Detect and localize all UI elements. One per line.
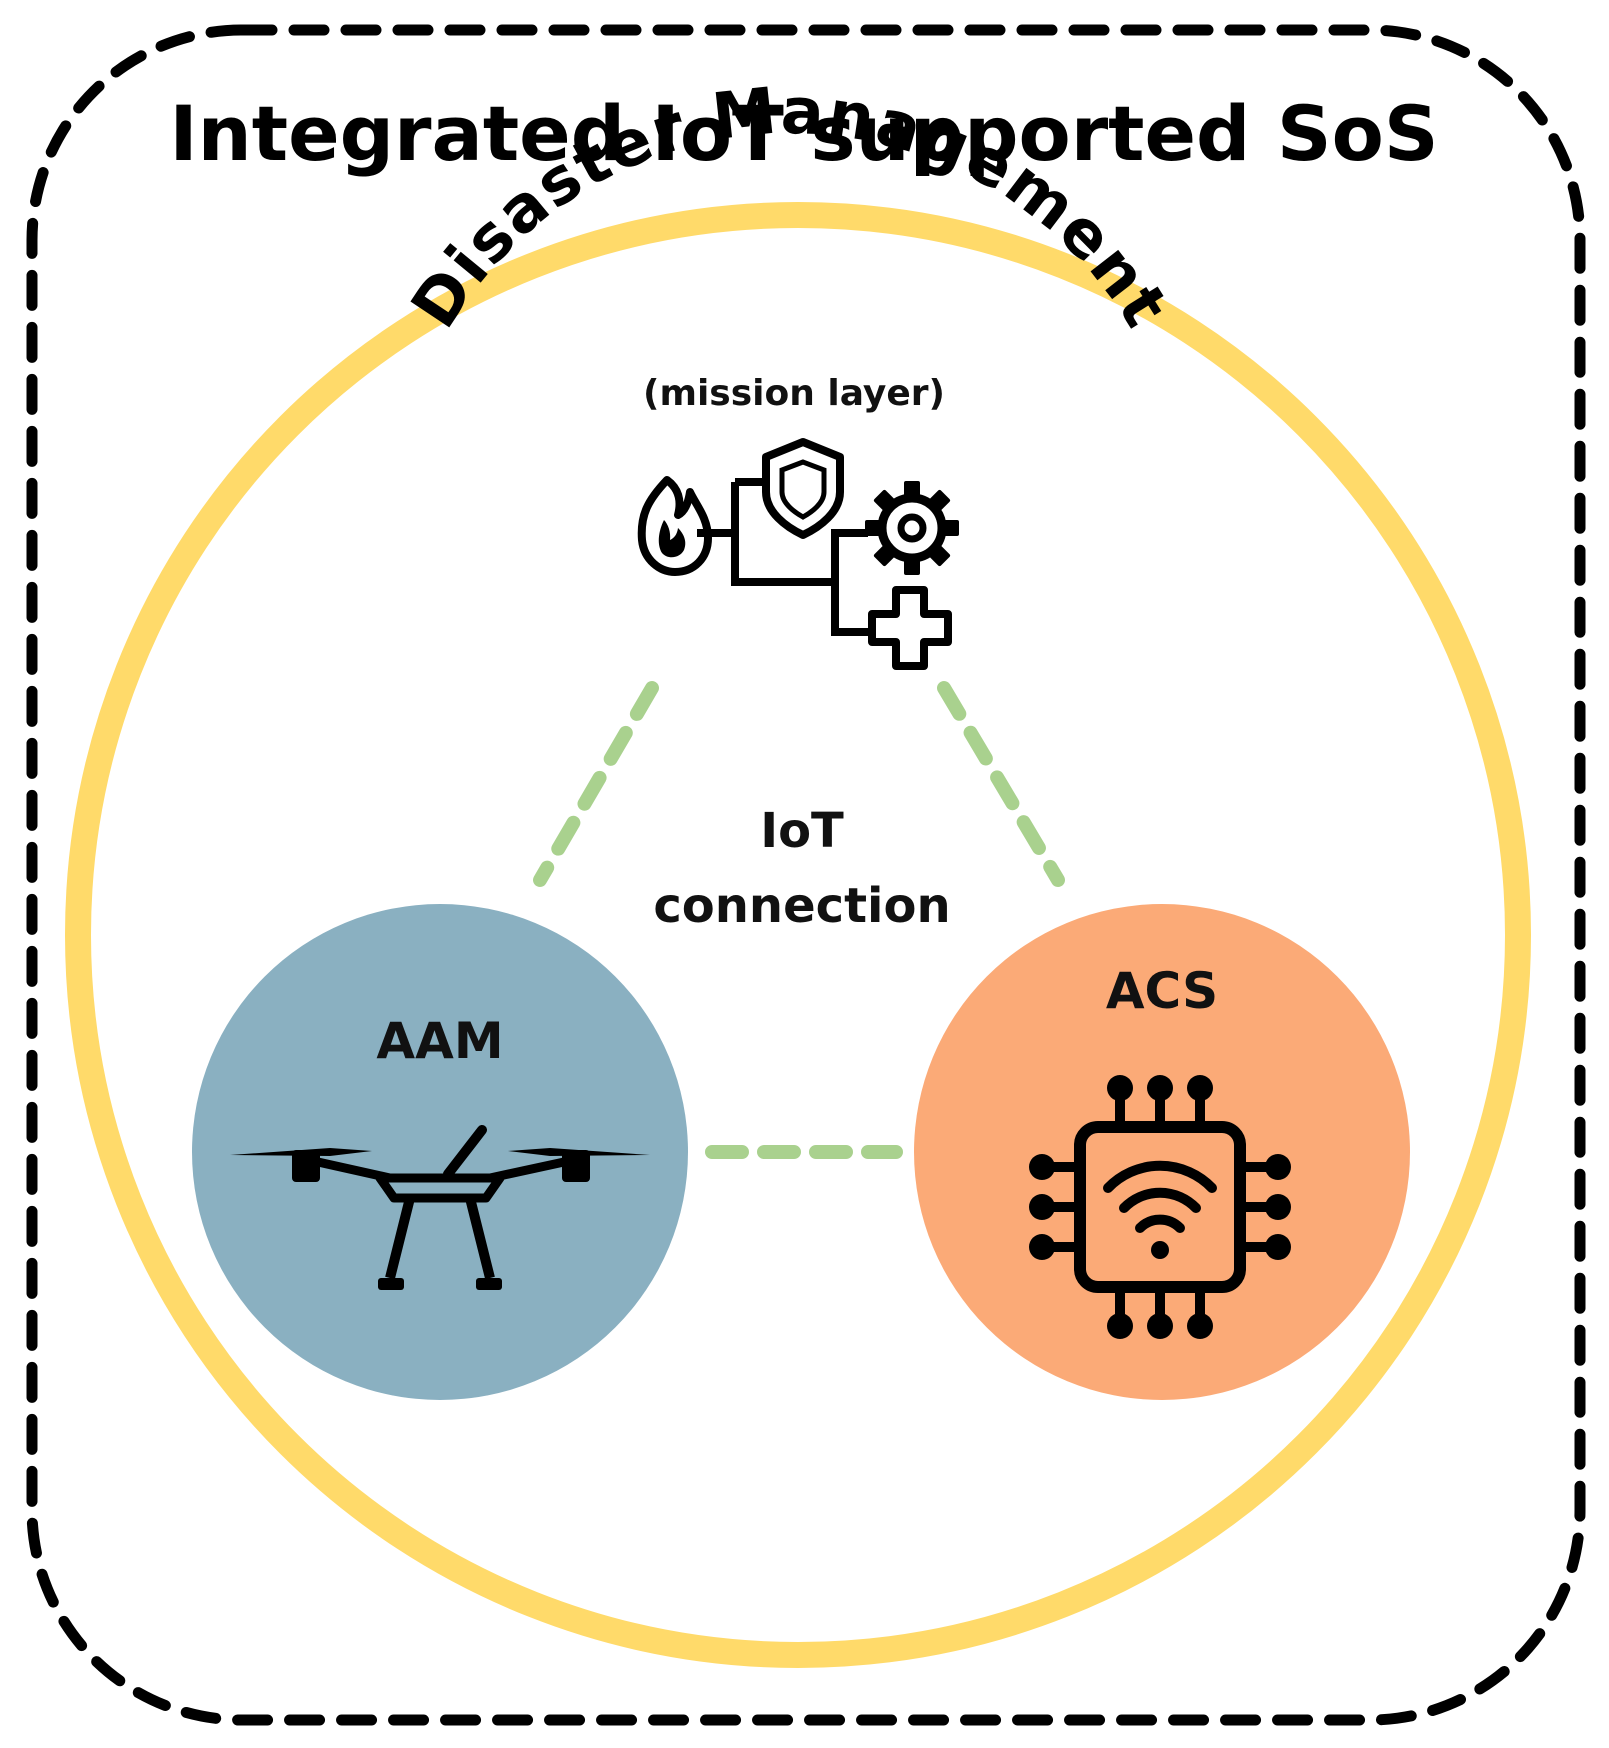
connection-line-mission-acs <box>937 681 1065 887</box>
diagram-title: Integrated IoT supported SoS <box>169 89 1438 178</box>
mission-subtitle: (mission layer) <box>643 373 945 414</box>
outer-boundary <box>26 24 1586 1726</box>
drone-icon <box>230 1125 650 1290</box>
iot-connection-label-line1: IoT <box>760 803 844 859</box>
connection-line-mission-aam <box>533 681 659 887</box>
aam-label: AAM <box>376 1012 503 1070</box>
acs-label: ACS <box>1106 962 1218 1020</box>
mission-tree-icon <box>637 438 959 670</box>
shield-icon <box>762 438 844 539</box>
aam-circle <box>192 904 688 1400</box>
wifi-icon <box>1103 1160 1217 1233</box>
aam-node: AAM <box>192 904 688 1400</box>
medical-cross-icon <box>868 586 952 670</box>
gear-icon <box>865 481 959 575</box>
iot-chip-icon <box>1029 1075 1291 1339</box>
iot-connection-label-line2: connection <box>653 878 950 934</box>
acs-node: ACS <box>914 904 1410 1400</box>
fire-icon <box>637 476 712 576</box>
mission-layer-ring <box>65 202 1531 1668</box>
acs-circle <box>914 904 1410 1400</box>
iot-connection-lines <box>533 681 1065 1159</box>
